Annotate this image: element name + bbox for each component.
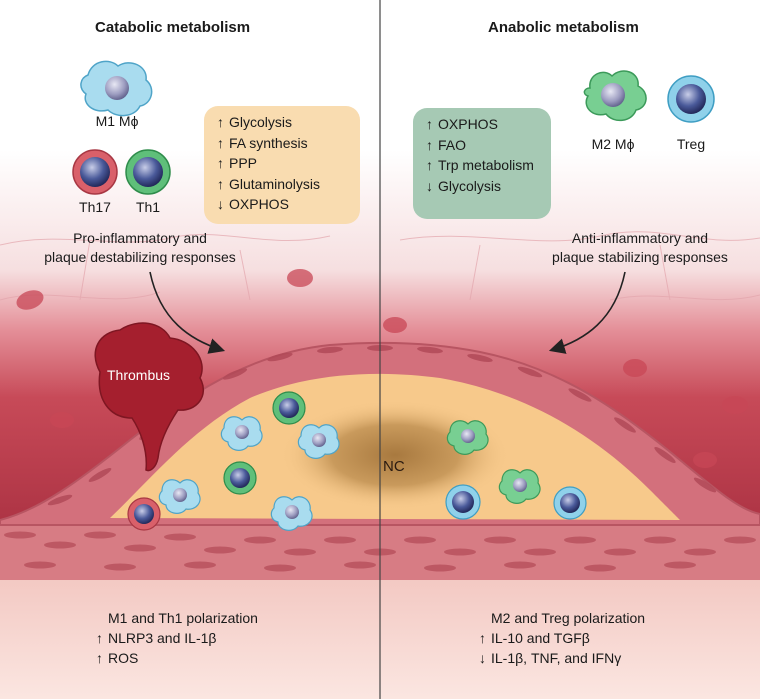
- anabolic-metabolism-box: ↑OXPHOS ↑FAO ↑Trp metabolism ↓Glycolysis: [413, 108, 551, 219]
- th17-label: Th17: [79, 199, 111, 215]
- plaque-m2-macrophages: [446, 420, 541, 504]
- anabolic-heading: Anabolic metabolism: [488, 19, 639, 36]
- pro-inflammatory-response-text: Pro-inflammatory and plaque destabilizin…: [44, 230, 236, 265]
- th1-label: Th1: [135, 199, 161, 215]
- m2-macrophage-legend-cell: [583, 70, 647, 122]
- m1-macrophage-legend-cell: [80, 60, 153, 117]
- plaque-m1-macrophages: [158, 416, 340, 531]
- m2-macrophage-label: M2 Mϕ: [591, 136, 635, 152]
- cap-smooth-muscle-cells: [47, 345, 717, 506]
- treg-legend-cell: [667, 75, 715, 123]
- down-arrow-icon: ↓: [479, 650, 486, 666]
- thrombus: [94, 322, 205, 472]
- anabolic-outcome-item: ↓IL-1β, TNF, and IFNγ: [476, 648, 645, 668]
- treg-label: Treg: [676, 136, 706, 152]
- catabolic-outcomes: M1 and Th1 polarization ↑NLRP3 and IL-1β…: [93, 608, 258, 668]
- catabolic-heading: Catabolic metabolism: [95, 19, 251, 36]
- th17-legend-cell: [72, 149, 118, 195]
- catabolic-outcome-item: ↑ROS: [93, 648, 258, 668]
- catabolic-item: ↑PPP: [214, 153, 350, 174]
- anabolic-outcomes: M2 and Treg polarization ↑IL-10 and TGFβ…: [476, 608, 645, 668]
- plaque-th1-cells: [223, 391, 306, 495]
- red-blood-cells: [16, 269, 748, 468]
- anabolic-item: ↑Trp metabolism: [423, 155, 541, 176]
- up-arrow-icon: ↑: [217, 114, 224, 130]
- anabolic-item: ↓Glycolysis: [423, 176, 541, 197]
- catabolic-metabolism-box: ↑Glycolysis ↑FA synthesis ↑PPP ↑Glutamin…: [204, 106, 360, 224]
- up-arrow-icon: ↑: [96, 630, 103, 646]
- smooth-muscle-cells: [4, 531, 756, 572]
- left-response-arrow: [149, 271, 226, 354]
- anabolic-item: ↑OXPHOS: [423, 114, 541, 135]
- up-arrow-icon: ↑: [217, 155, 224, 171]
- th1-legend-cell: [125, 149, 171, 195]
- right-response-arrow: [548, 271, 626, 354]
- thrombus-label: Thrombus: [107, 367, 171, 383]
- up-arrow-icon: ↑: [426, 157, 433, 173]
- up-arrow-icon: ↑: [217, 134, 224, 151]
- catabolic-outcome-item: ↑NLRP3 and IL-1β: [93, 628, 258, 648]
- up-arrow-icon: ↑: [426, 116, 433, 132]
- necrotic-core-label: NC: [383, 458, 405, 475]
- down-arrow-icon: ↓: [217, 196, 224, 212]
- tissue-cell-outlines: [0, 231, 760, 301]
- up-arrow-icon: ↑: [217, 175, 224, 192]
- catabolic-item: ↑Glycolysis: [214, 112, 350, 133]
- catabolic-item: ↑Glutaminolysis: [214, 174, 350, 195]
- anabolic-item: ↑FAO: [423, 135, 541, 156]
- anabolic-outcome-item: ↑IL-10 and TGFβ: [476, 628, 645, 648]
- catabolic-item: ↓OXPHOS: [214, 194, 350, 215]
- catabolic-outcome-item: M1 and Th1 polarization: [108, 610, 258, 626]
- plaque-treg-cells: [445, 484, 587, 520]
- up-arrow-icon: ↑: [96, 650, 103, 666]
- anabolic-outcome-item: M2 and Treg polarization: [491, 610, 646, 626]
- up-arrow-icon: ↑: [479, 630, 486, 646]
- catabolic-item: ↑FA synthesis: [214, 133, 350, 154]
- up-arrow-icon: ↑: [426, 136, 433, 153]
- plaque-th17-cells: [127, 497, 161, 531]
- anti-inflammatory-response-text: Anti-inflammatory and plaque stabilizing…: [552, 230, 728, 265]
- m1-macrophage-label: M1 Mϕ: [95, 113, 139, 129]
- down-arrow-icon: ↓: [426, 177, 433, 194]
